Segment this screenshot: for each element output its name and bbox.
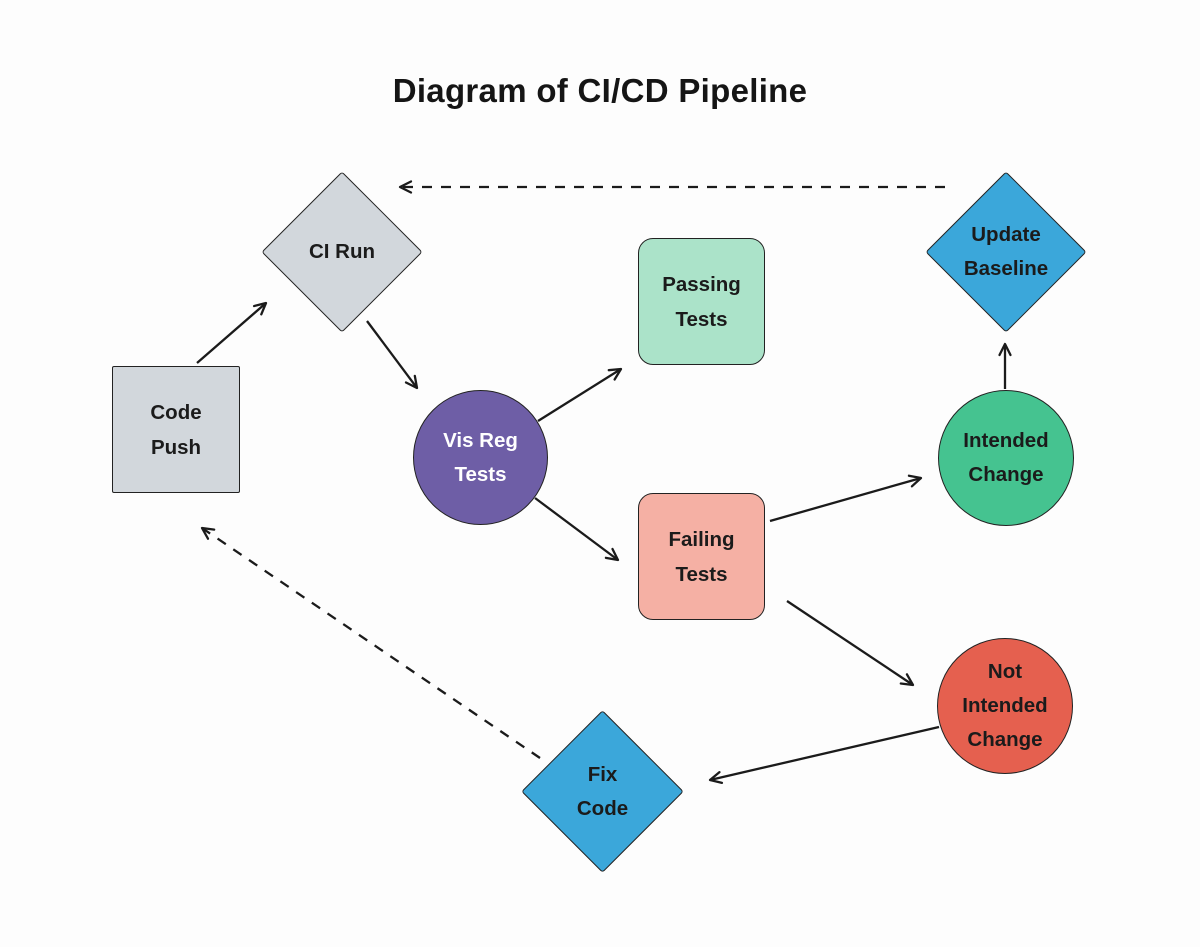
edge-fix-code-to-code-push: [200, 526, 541, 759]
node-label-line: Change: [968, 463, 1044, 486]
node-label-line: Update: [971, 223, 1041, 246]
node-label-line: Fix: [587, 762, 618, 786]
node-label-line: Baseline: [963, 257, 1049, 280]
edge-not-intended-change-to-fix-code: [708, 725, 940, 785]
node-failing-tests: Failing Tests: [638, 493, 765, 620]
node-label-line: Tests: [675, 307, 728, 331]
node-passing-tests: Passing Tests: [638, 238, 765, 365]
edge-code-push-to-ci-run: [196, 301, 268, 364]
node-label-line: Not: [987, 660, 1023, 683]
node-vis-reg-tests: Vis Reg Tests: [413, 390, 548, 525]
edge-vis-reg-tests-to-passing-tests: [537, 367, 623, 422]
node-intended-change: Intended Change: [938, 390, 1074, 526]
node-label-line: Tests: [675, 562, 728, 586]
node-label-line: Code: [150, 400, 202, 424]
node-label-line: Failing: [668, 527, 735, 551]
node-label-line: Intended: [962, 694, 1048, 717]
node-label: CI Run: [286, 196, 398, 308]
diagram-title: Diagram of CI/CD Pipeline: [392, 72, 808, 109]
node-label: Fix Code: [546, 735, 659, 848]
node-label-line: Code: [576, 796, 629, 820]
node-label-line: Intended: [963, 429, 1049, 452]
node-label-line: CI Run: [308, 240, 376, 263]
node-label-line: Push: [150, 435, 202, 459]
node-not-intended-change: Not Intended Change: [937, 638, 1073, 774]
node-label: Update Baseline: [950, 196, 1062, 308]
edge-ci-run-to-vis-reg-tests: [366, 320, 419, 390]
node-label-line: Passing: [662, 272, 741, 296]
edge-failing-tests-to-not-intended-change: [786, 600, 915, 687]
edge-failing-tests-to-intended-change: [769, 474, 923, 523]
node-code-push: Code Push: [112, 366, 240, 493]
node-label-line: Vis Reg: [443, 428, 518, 452]
edge-vis-reg-tests-to-failing-tests: [534, 497, 620, 562]
node-label-line: Tests: [454, 462, 507, 486]
node-label-line: Change: [967, 728, 1043, 751]
